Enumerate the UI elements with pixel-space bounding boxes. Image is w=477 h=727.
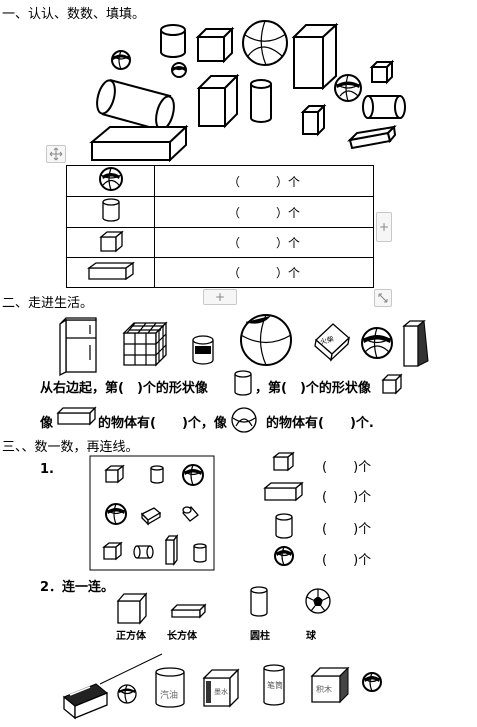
label-cylinder: 圆柱: [250, 631, 270, 642]
ball-image: [117, 684, 137, 704]
refrigerator-image: [59, 317, 97, 377]
cuboid-icon: [263, 481, 304, 502]
cube-icon: [381, 373, 403, 395]
cuboid-shape: [170, 603, 207, 619]
question-2-title: 2．连一连。: [40, 580, 115, 595]
cylinder-shape: [250, 586, 268, 617]
rubik-cube-image: [122, 321, 168, 367]
matchbox-image: [63, 683, 108, 720]
cuboid-shape: [164, 534, 179, 566]
section1-heading: 一、认认、数数、填填。: [2, 7, 146, 22]
cube-shape: [116, 592, 148, 625]
building-block-image: 积木: [310, 666, 350, 704]
cube-shape: [195, 26, 235, 64]
ball-shape: [105, 503, 127, 525]
ball-image: [240, 314, 292, 366]
count-blank[interactable]: ( )个: [322, 490, 372, 505]
connecting-line: [99, 653, 163, 685]
cuboid-shape: [291, 22, 339, 91]
resize-icon[interactable]: [374, 289, 392, 307]
ball-shape: [334, 74, 362, 102]
cube-icon: [66, 227, 155, 258]
section3-heading: 三、、数一数，再连线。: [2, 440, 139, 455]
cuboid-shape: [140, 507, 162, 526]
question-1-number: 1.: [40, 462, 54, 477]
add-column-button[interactable]: +: [203, 289, 237, 305]
volleyball-shape: [242, 20, 288, 66]
volleyball-image: [361, 327, 393, 359]
volleyball-image: [362, 672, 382, 692]
pen-holder-label: 笔筒: [267, 680, 283, 690]
cylinder-shape: [133, 545, 154, 559]
sentence-1b: ，第( )个的形状像: [255, 381, 371, 396]
ink-box-image: 墨水: [202, 668, 240, 708]
cube-shape: [300, 103, 327, 137]
building-block-label: 积木: [316, 684, 332, 694]
table-row: （ ）个: [66, 165, 374, 197]
label-cube: 正方体: [116, 631, 146, 642]
ball-icon: [274, 546, 294, 566]
cylinder-shape: [193, 543, 207, 563]
ink-box-label: 墨水: [214, 687, 228, 696]
ball-icon: [231, 407, 257, 433]
cube-shape: [104, 464, 125, 484]
sentence-2b: 的物体有( )个，像: [98, 416, 227, 431]
ball-shape: [171, 62, 187, 78]
label-ball: 球: [306, 631, 316, 642]
cube-shape: [196, 73, 240, 129]
sentence-2c: 的物体有( )个.: [266, 416, 374, 431]
cylinder-shape: [250, 79, 272, 123]
box-image: 火柴: [314, 323, 350, 362]
section2-heading: 二、走进生活。: [2, 296, 94, 311]
cylinder-shape: [96, 79, 175, 132]
cylinder-icon: [66, 196, 155, 228]
cube-shape: [369, 59, 395, 85]
cylinder-shape: [150, 465, 164, 484]
count-table: （ ）个 （ ）个 （ ）个 （ ）个: [66, 165, 374, 288]
sentence-2a: 像: [40, 416, 54, 431]
move-icon[interactable]: [46, 145, 66, 163]
ball-shape: [111, 50, 131, 70]
cylinder-icon: [275, 513, 293, 539]
ball-shape: [182, 464, 204, 486]
label-cuboid: 长方体: [167, 631, 197, 642]
can-image: [192, 335, 214, 365]
box-label: 火柴: [319, 334, 335, 346]
add-row-button[interactable]: +: [376, 212, 392, 242]
count-blank[interactable]: （ ）个: [154, 165, 374, 197]
sentence-1a: 从右边起，第( )个的形状像: [40, 381, 208, 396]
count-blank[interactable]: （ ）个: [154, 227, 374, 258]
cuboid-shape: [347, 124, 397, 150]
count-blank[interactable]: ( )个: [322, 553, 372, 568]
cylinder-shape: [182, 506, 199, 522]
pen-holder-image: 笔筒: [263, 664, 285, 706]
count-blank[interactable]: ( )个: [322, 522, 372, 537]
table-row: （ ）个: [66, 257, 374, 288]
cuboid-shape: [89, 124, 189, 163]
table-row: （ ）个: [66, 227, 374, 258]
oil-can-label: 汽油: [160, 689, 178, 701]
count-blank[interactable]: ( )个: [322, 460, 372, 475]
count-blank[interactable]: （ ）个: [154, 257, 374, 288]
oil-can-image: 汽油: [155, 667, 185, 708]
cube-icon: [272, 451, 295, 472]
cylinder-shape: [362, 95, 406, 119]
cylinder-shape: [160, 24, 186, 58]
cube-shape: [102, 541, 123, 561]
cuboid-icon: [56, 406, 97, 426]
soccer-ball-shape: [305, 588, 331, 614]
cylinder-icon: [234, 370, 252, 396]
tall-box-image: [402, 320, 429, 367]
